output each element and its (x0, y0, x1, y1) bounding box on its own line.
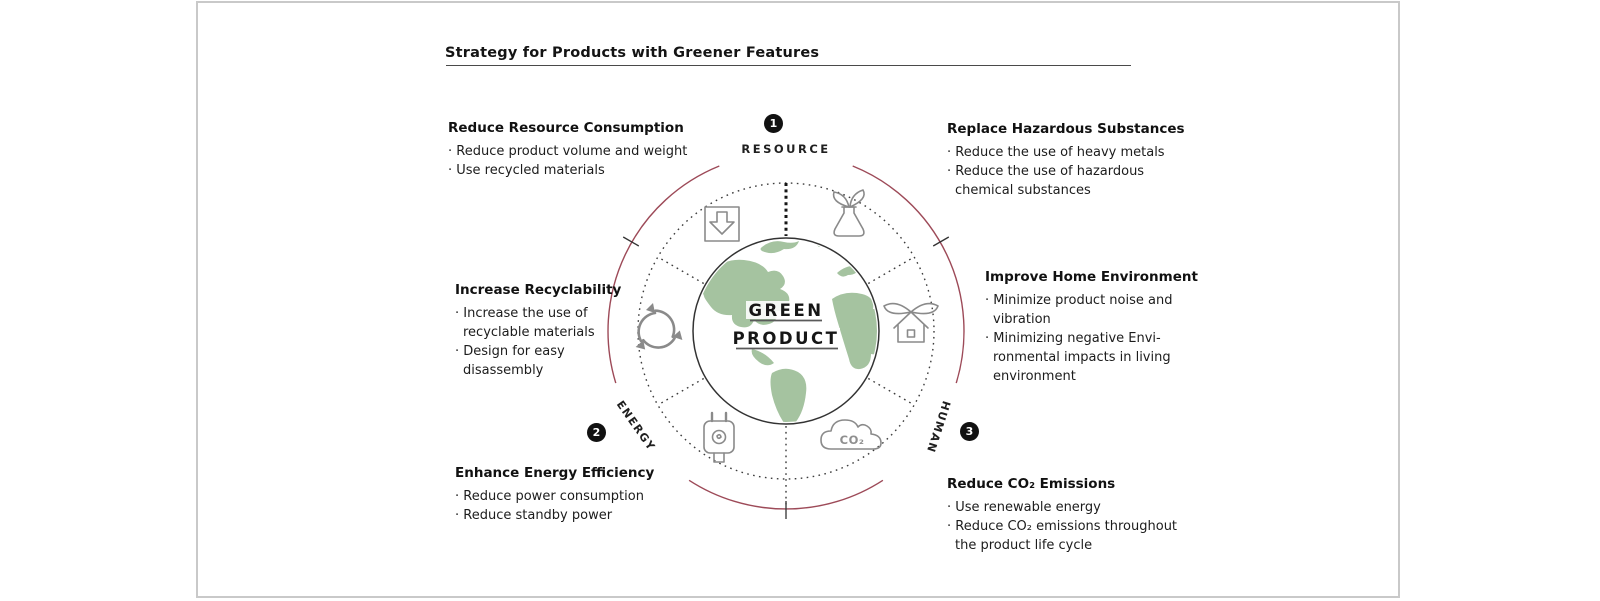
bullet-item: · Design for easy disassembly (455, 342, 621, 380)
tick-upper-left (622, 236, 640, 247)
eco-house-leaf-icon (883, 302, 939, 343)
reduce-volume-box-arrow-icon (704, 206, 740, 242)
bullet-line: · Reduce the use of hazardous (947, 164, 1145, 179)
bullet-item: · Reduce standby power (455, 506, 654, 525)
section-reduce-co2-emissions: Reduce CO₂ Emissions · Use renewable ener… (947, 475, 1177, 555)
segment-dividers (657, 183, 915, 509)
bullet-line: environment (993, 369, 1076, 384)
center-label-product: PRODUCT (733, 329, 840, 348)
bullet-line: ronmental impacts in living (993, 350, 1171, 365)
bullet-item: · Reduce the use of heavy metals (947, 143, 1185, 162)
bullet-item: · Reduce product volume and weight (448, 142, 687, 161)
bullet-line: · Reduce product volume and weight (448, 144, 688, 159)
divider-210 (657, 377, 705, 406)
section-title: Improve Home Environment (985, 269, 1198, 285)
center-label-green: GREEN (748, 301, 823, 320)
bullet-line: recyclable materials (463, 325, 595, 340)
recycle-icon (635, 303, 683, 350)
power-plug-icon (703, 411, 735, 463)
bullet-line: disassembly (463, 363, 544, 378)
section-title: Increase Recyclability (455, 282, 622, 298)
bullet-line: · Reduce power consumption (455, 489, 644, 504)
bullet-line: chemical substances (955, 183, 1091, 198)
hazardous-substance-flask-leaf-icon (832, 189, 865, 237)
bullet-line: vibration (993, 312, 1051, 327)
section-reduce-resource-consumption: Reduce Resource Consumption · Reduce prod… (448, 119, 687, 180)
bullet-line: · Minimize product noise and (985, 293, 1173, 308)
section-improve-home-environment: Improve Home Environment · Minimize produ… (985, 268, 1198, 386)
bullet-item: · Minimizing negative Envi-ronmental imp… (985, 329, 1198, 386)
co2-icon-label: CO₂ (840, 433, 865, 447)
bullet-item: · Use recycled materials (448, 161, 687, 180)
bullet-line: · Minimizing negative Envi- (985, 331, 1161, 346)
globe: GREEN PRODUCT (692, 237, 880, 425)
bullet-item: · Increase the use of recyclable material… (455, 304, 621, 342)
arc-label-energy: ENERGY (614, 398, 658, 453)
bullet-item: · Use renewable energy (947, 498, 1177, 517)
bullet-line: · Increase the use of (455, 306, 588, 321)
bullet-line: · Design for easy (455, 344, 565, 359)
bullet-item: · Reduce power consumption (455, 487, 654, 506)
green-product-diagram: GREEN PRODUCT (607, 142, 965, 519)
divider-330 (867, 377, 915, 406)
bullet-line: · Reduce the use of heavy metals (947, 145, 1165, 160)
section-title: Replace Hazardous Substances (947, 121, 1185, 137)
bullet-line: · Use renewable energy (947, 500, 1101, 515)
badge-3: 3 (960, 422, 979, 441)
bullet-line: the product life cycle (955, 538, 1093, 553)
section-title: Reduce CO₂ Emissions (947, 476, 1116, 492)
section-title: Enhance Energy Efficiency (455, 465, 655, 481)
divider-150 (657, 256, 705, 285)
section-title: Reduce Resource Consumption (448, 120, 684, 136)
bullet-line: · Reduce standby power (455, 508, 613, 523)
bullet-item: · Minimize product noise and vibration (985, 291, 1198, 329)
arc-label-resource: RESOURCE (741, 142, 830, 156)
arc-label-human: HUMAN (924, 399, 953, 455)
co2-cloud-icon: CO₂ (820, 419, 882, 450)
page-title: Strategy for Products with Greener Featu… (445, 45, 820, 61)
bullet-item: · Reduce the use of hazardous chemical su… (947, 162, 1185, 200)
section-enhance-energy-efficiency: Enhance Energy Efficiency · Reduce power … (455, 464, 654, 525)
badge-1: 1 (764, 114, 783, 133)
bullet-item: · Reduce CO₂ emissions throughout the pro… (947, 517, 1177, 555)
bullet-line: · Reduce CO₂ emissions throughout (947, 519, 1178, 534)
tick-upper-right (932, 236, 950, 247)
title-rule (446, 65, 1131, 66)
section-replace-hazardous-substances: Replace Hazardous Substances · Reduce the… (947, 120, 1185, 200)
badge-2: 2 (587, 423, 606, 442)
bullet-line: · Use recycled materials (448, 163, 605, 178)
section-increase-recyclability: Increase Recyclability · Increase the use… (455, 281, 621, 380)
divider-30 (867, 256, 915, 285)
